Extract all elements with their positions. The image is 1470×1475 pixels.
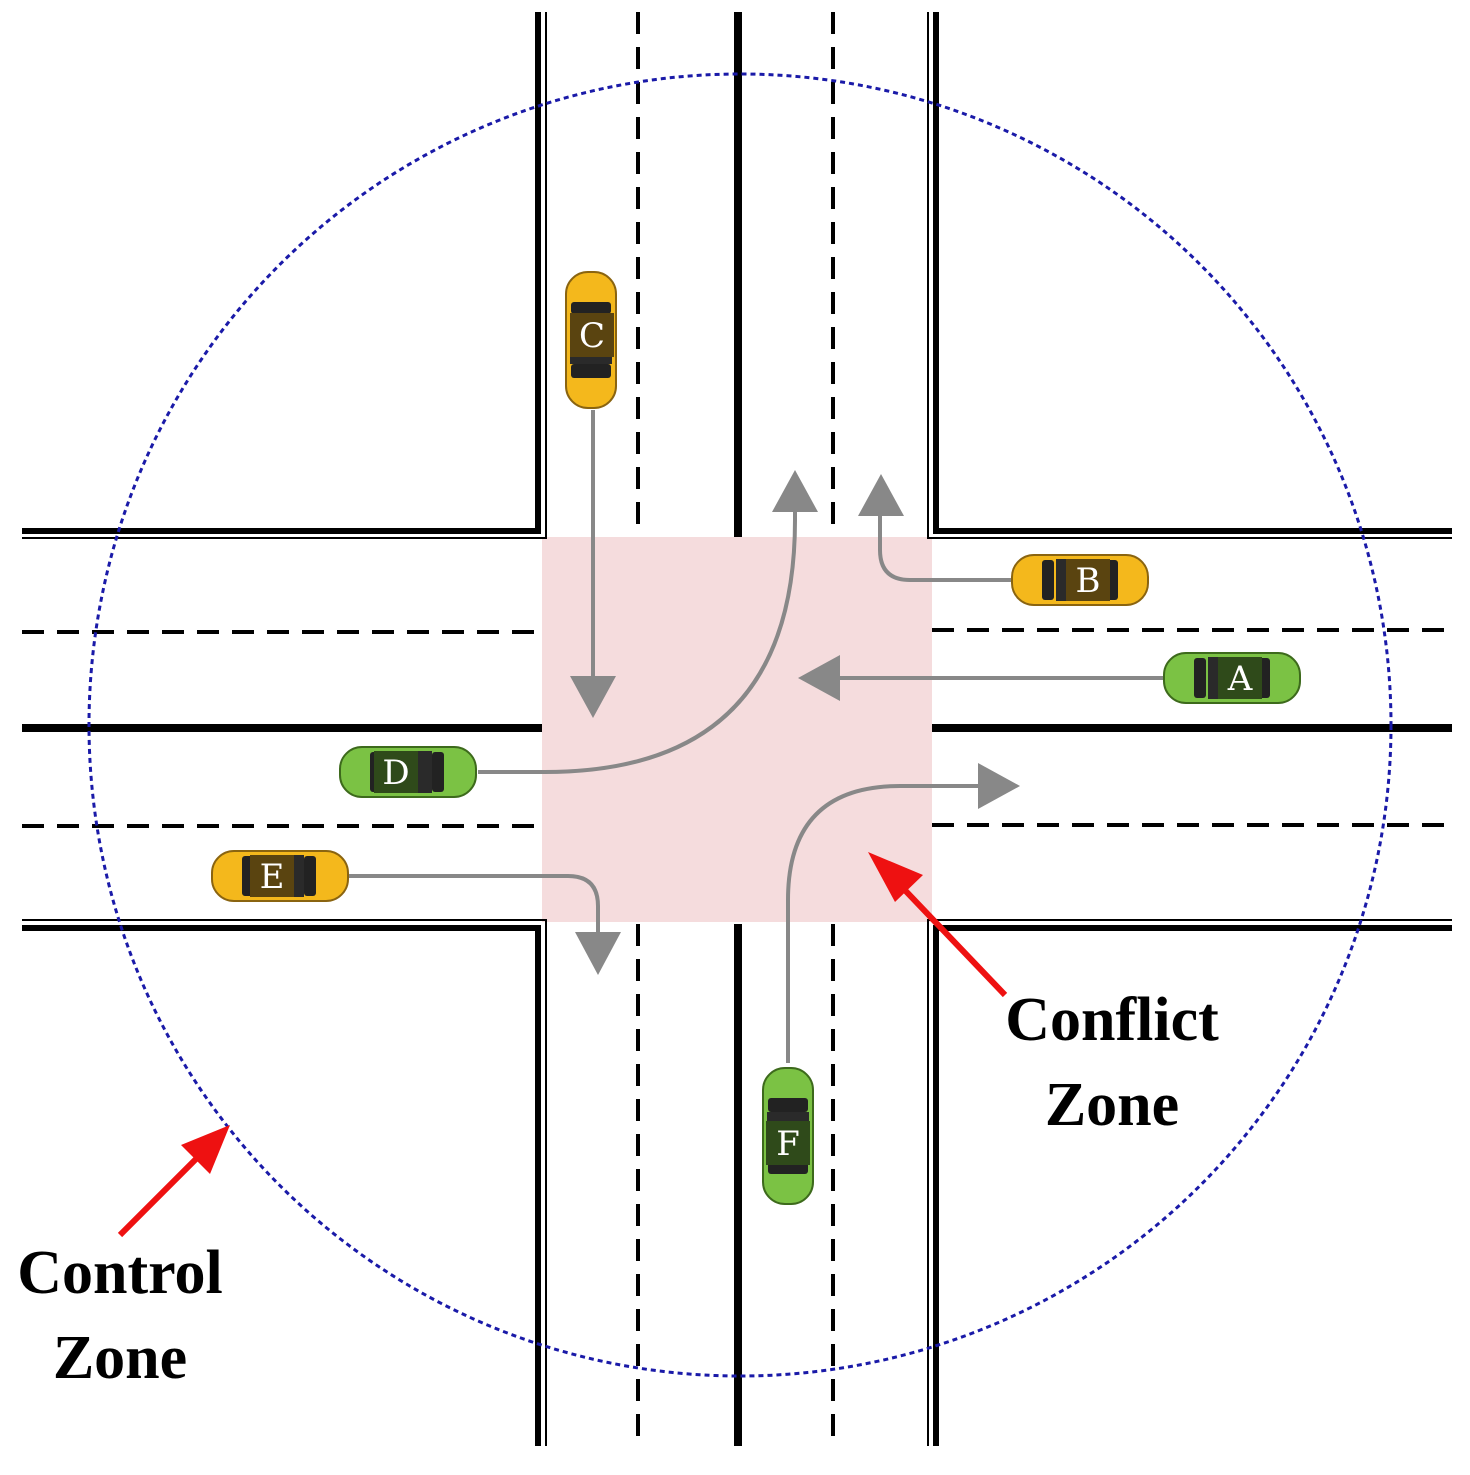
car-e-label-box: [250, 855, 294, 897]
control-zone-label-line1: Control: [17, 1239, 223, 1307]
car-c-label-box: [570, 313, 614, 357]
car-f-label: F: [776, 1124, 800, 1164]
center-lines: [22, 12, 1452, 1446]
conflict-callout-arrowhead: [868, 852, 923, 902]
car-c-label: C: [579, 316, 605, 356]
control-callout-arrowhead: [181, 1125, 230, 1174]
car-d-label: D: [382, 753, 409, 793]
car-d-label-box: [374, 751, 418, 793]
conflict-zone: [542, 537, 932, 922]
conflict-zone-label-line1: Conflict: [1005, 986, 1219, 1054]
control-zone-circle: [87, 72, 1393, 1378]
car-e-label: E: [260, 857, 285, 897]
callout-arrows: [117, 852, 1008, 1238]
path-arrow-b: [875, 495, 1012, 582]
car-f-label-box: [766, 1121, 810, 1165]
path-arrows: [348, 410, 1165, 1063]
car-a-label-box: [1218, 657, 1262, 699]
path-arrowheads: [570, 470, 1020, 975]
car-b-label-box: [1066, 559, 1110, 601]
control-zone-label-line2: Zone: [53, 1324, 187, 1392]
path-arrow-f: [786, 781, 1005, 1063]
road-edges: [22, 12, 1452, 1446]
car-b-label: B: [1076, 561, 1101, 601]
path-arrow-e: [348, 874, 603, 950]
conflict-zone-label-line2: Zone: [1045, 1071, 1179, 1139]
lane-dashes: [22, 12, 1452, 1446]
car-a-label: A: [1227, 659, 1253, 699]
path-arrow-d: [478, 495, 800, 774]
